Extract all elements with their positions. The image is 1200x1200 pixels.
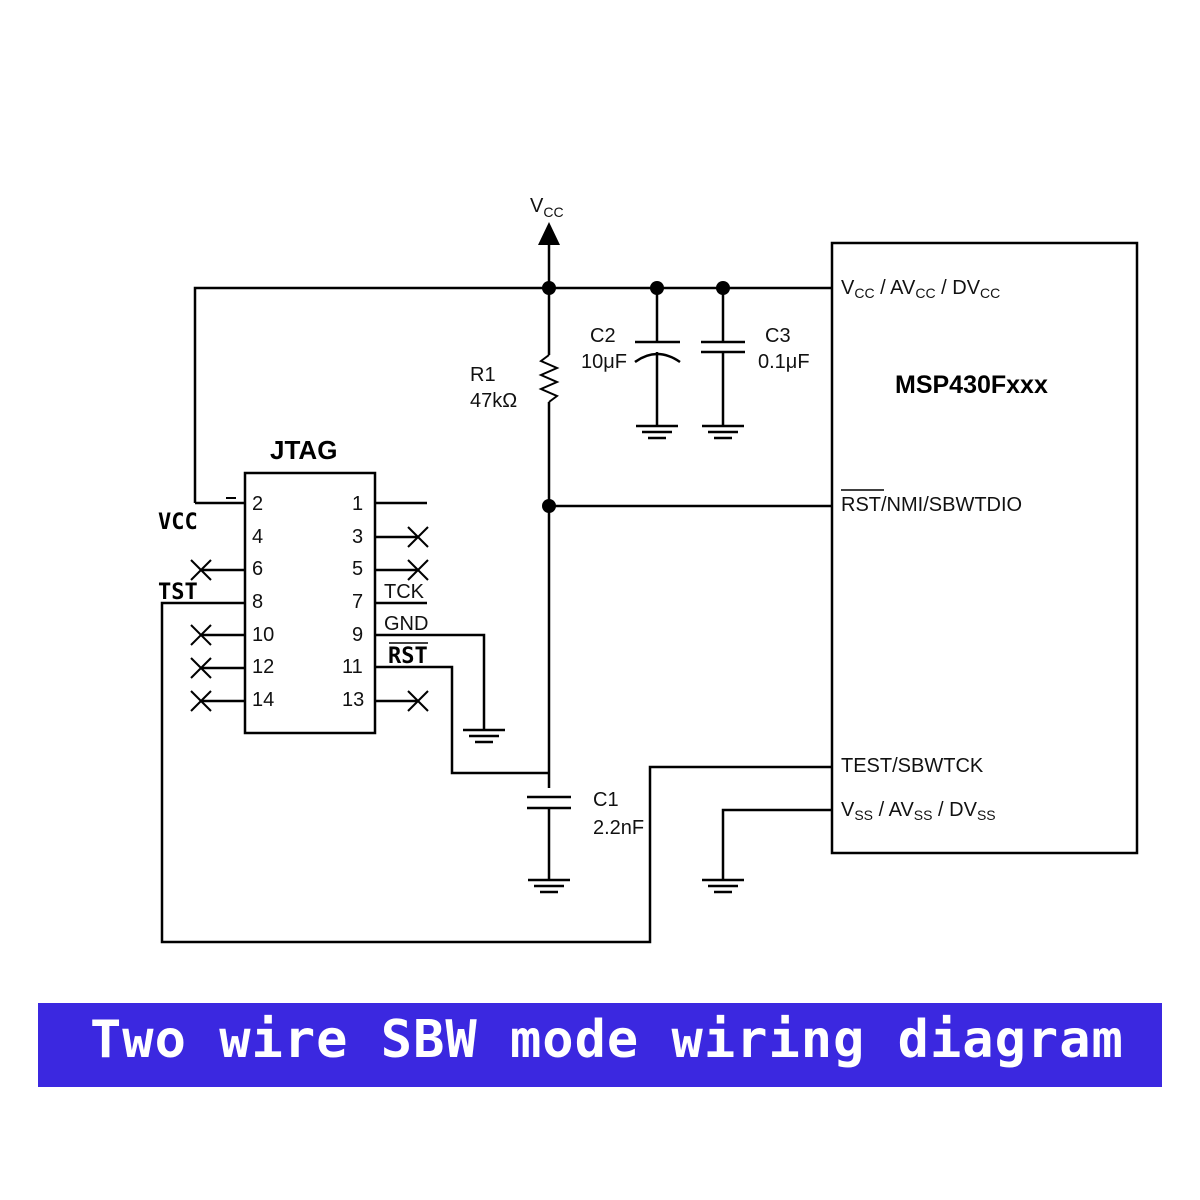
jtag-rst-net [375, 665, 549, 775]
jtag-pin-10: 10 [252, 624, 274, 646]
jtag-pin-12: 12 [252, 656, 274, 678]
capacitor-c3: C3 0.1μF [701, 288, 810, 440]
jtag-title: JTAG [270, 435, 337, 465]
jtag-pin-14: 14 [252, 689, 274, 711]
jtag-label-tck: TCK [384, 581, 425, 603]
mcu-pin-vcc: VCC / AVCC / DVCC [841, 277, 1000, 301]
jtag-pin-6: 6 [252, 558, 263, 580]
no-connect-icon [375, 690, 429, 712]
jtag-label-rst: RST [388, 644, 428, 669]
no-connect-icon [375, 526, 429, 548]
capacitor-c1: C1 2.2nF [527, 789, 644, 894]
caption-banner [38, 1003, 1162, 1087]
jtag-pin-8: 8 [252, 591, 263, 613]
caption-text: Two wire SBW mode wiring diagram [90, 1010, 1124, 1070]
c3-value: 0.1μF [758, 351, 810, 373]
mcu-name: MSP430Fxxx [895, 371, 1048, 399]
jtag-label-tst: TST [158, 580, 198, 605]
no-connect-icon [190, 624, 245, 646]
jtag-pin-11: 11 [342, 656, 363, 678]
test-net [160, 601, 832, 944]
vcc-arrow-icon [538, 222, 560, 245]
mcu-pin-rst: RST/NMI/SBWTDIO [841, 494, 1022, 516]
jtag-pin-13: 13 [342, 689, 364, 711]
c1-value: 2.2nF [593, 817, 644, 839]
mcu-chip: MSP430Fxxx VCC / AVCC / DVCC RST/NMI/SBW… [830, 241, 1139, 855]
jtag-pin-7: 7 [352, 591, 363, 613]
c3-name: C3 [765, 325, 791, 347]
no-connect-icon [190, 690, 245, 712]
jtag-label-vcc: VCC [158, 510, 198, 535]
jtag-connector: JTAG 2 4 6 8 10 12 14 1 3 5 7 9 11 13 [158, 435, 429, 735]
c1-name: C1 [593, 789, 619, 811]
c2-name: C2 [590, 325, 616, 347]
r1-value: 47kΩ [470, 390, 517, 412]
vcc-supply-symbol: VCC [530, 195, 564, 287]
no-connect-icon [190, 559, 245, 581]
jtag-pin-9: 9 [352, 624, 363, 646]
jtag-pin-1: 1 [352, 493, 363, 515]
vcc-supply-label: VCC [530, 195, 564, 220]
mcu-pin-vss: VSS / AVSS / DVSS [841, 799, 996, 823]
jtag-pin-4: 4 [252, 526, 263, 548]
capacitor-c2: C2 10μF [581, 288, 681, 440]
jtag-pin-3: 3 [352, 526, 363, 548]
mcu-pin-test: TEST/SBWTCK [841, 755, 984, 777]
r1-name: R1 [470, 364, 496, 386]
c2-value: 10μF [581, 351, 627, 373]
vss-ground [702, 808, 832, 894]
no-connect-icon [375, 559, 429, 581]
jtag-pin-2: 2 [252, 493, 263, 515]
jtag-pin-5: 5 [352, 558, 363, 580]
jtag-label-gnd: GND [384, 613, 428, 635]
no-connect-icon [190, 657, 245, 679]
jtag-gnd-net [375, 633, 505, 744]
resistor-r1: R1 47kΩ [470, 288, 560, 788]
